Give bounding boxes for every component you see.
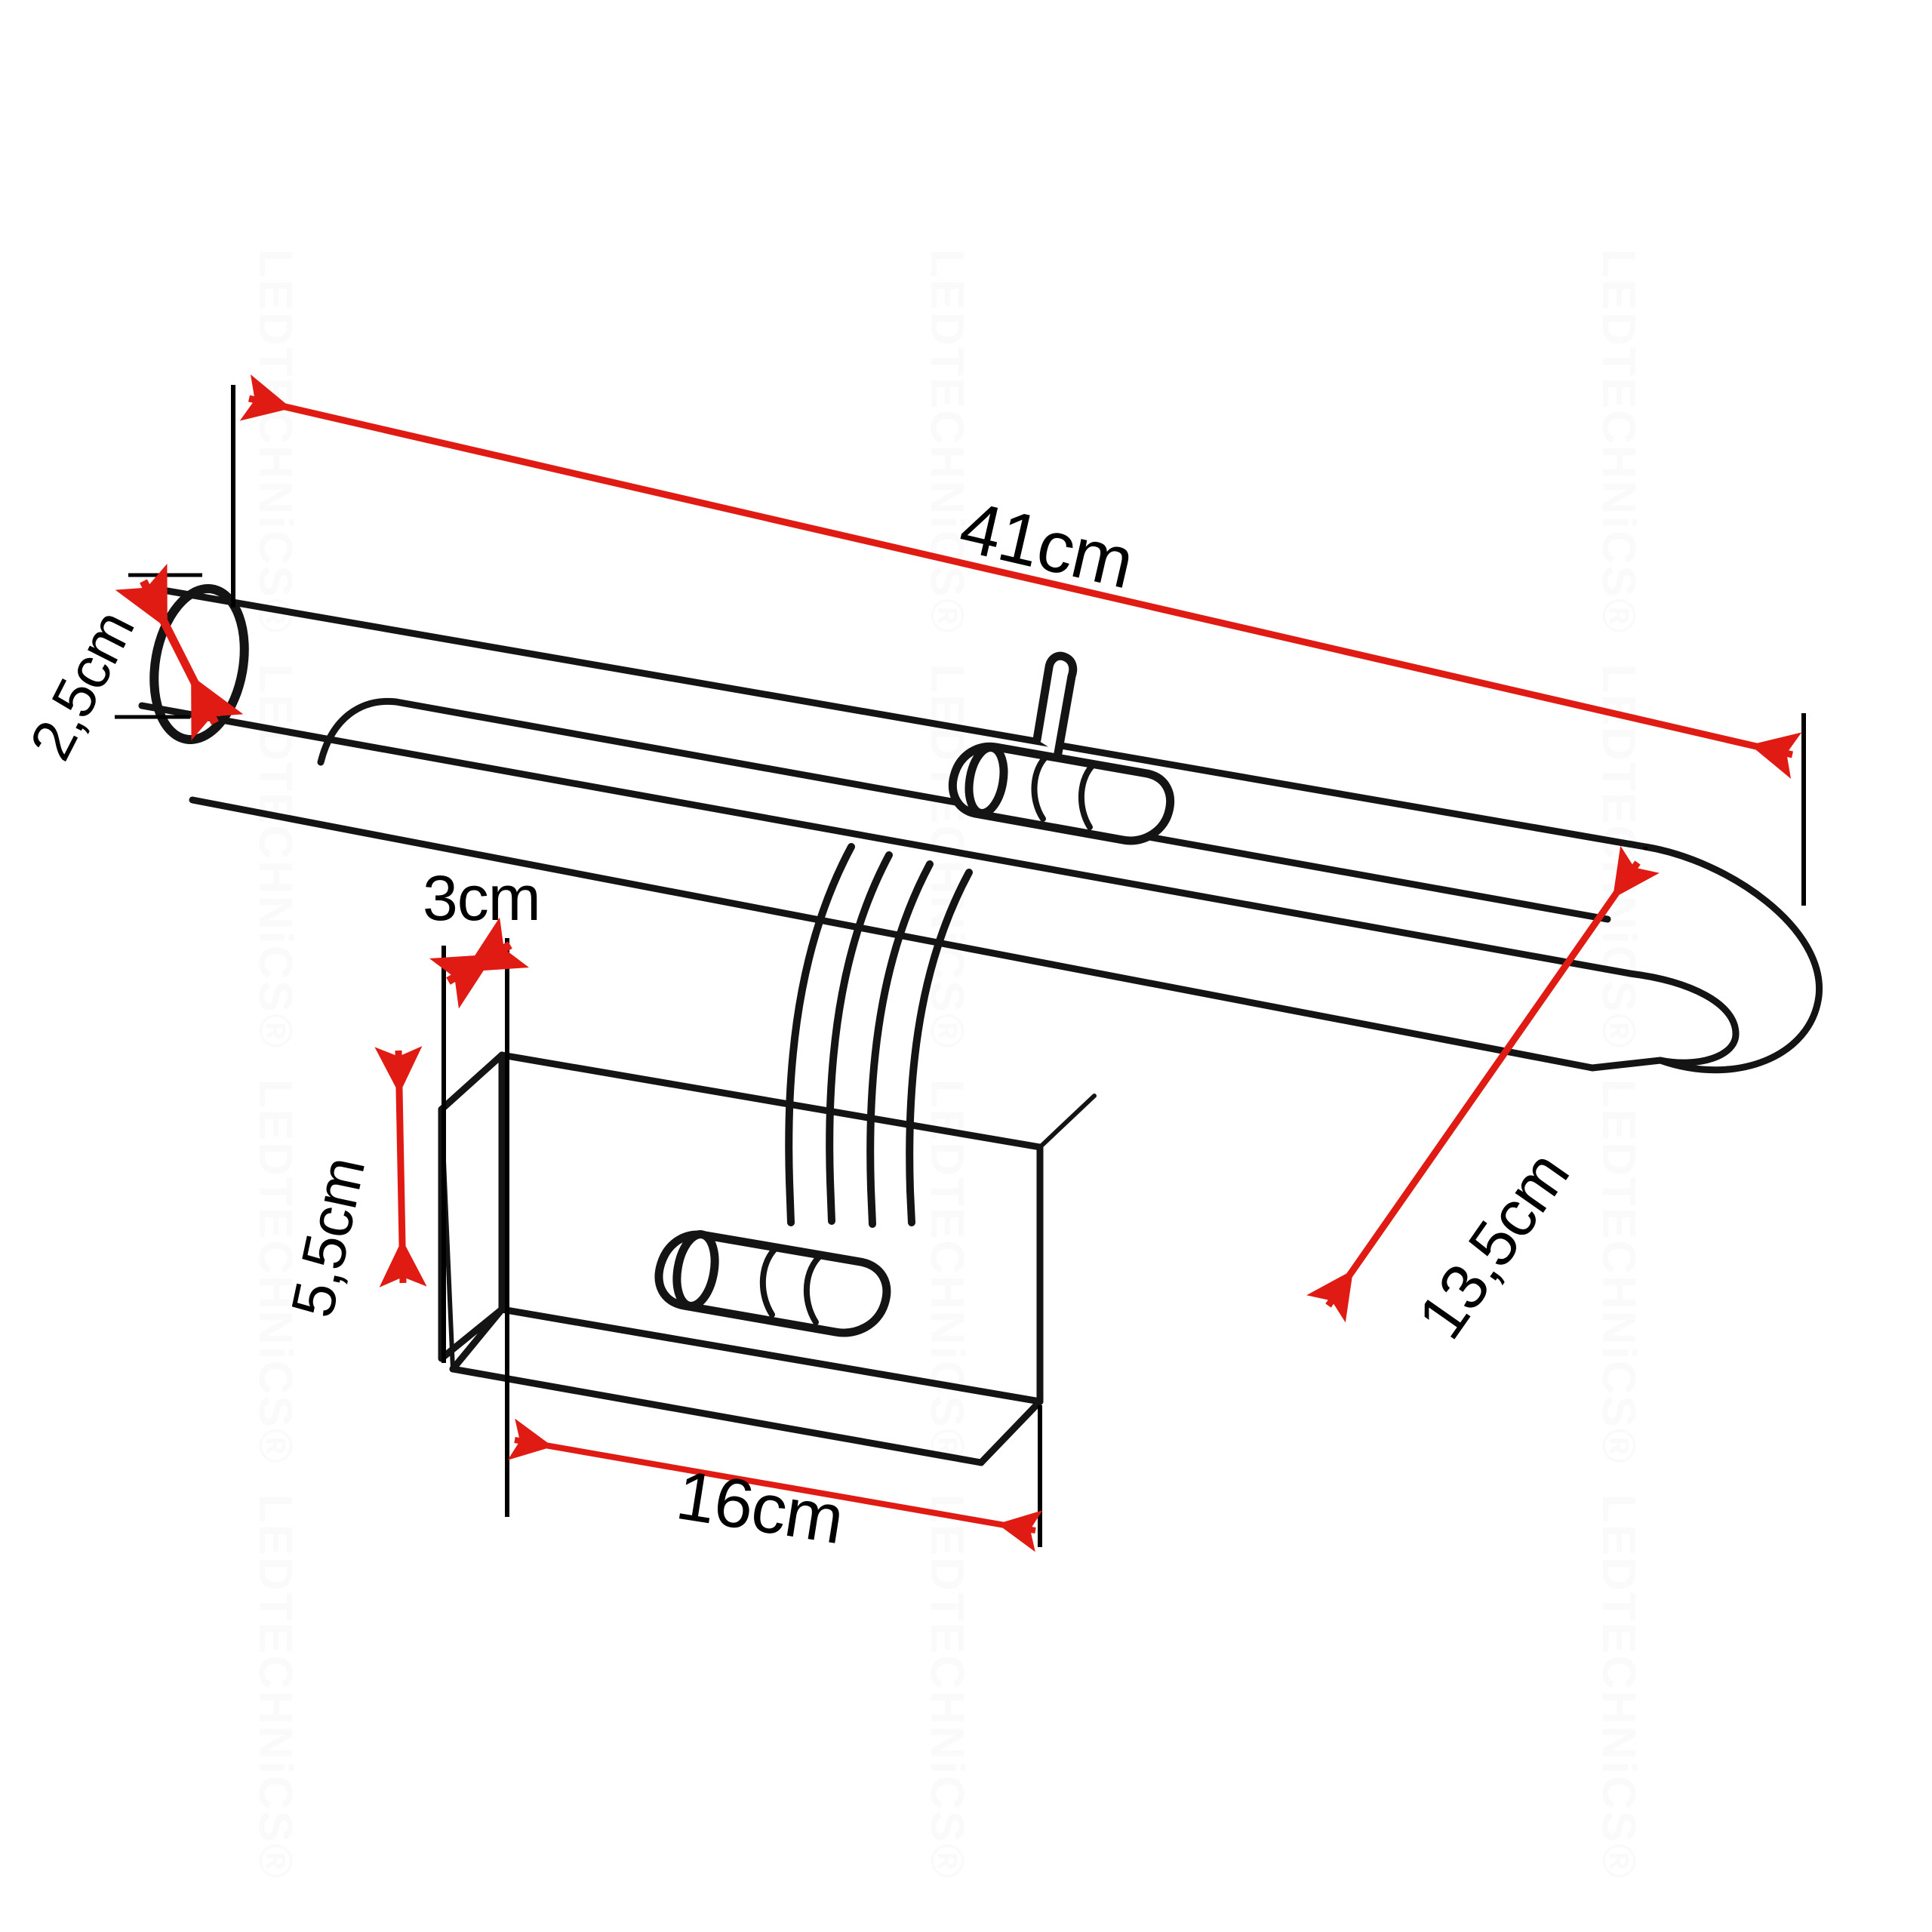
dim-line-13-5cm <box>1306 845 1660 1323</box>
dim-line-41cm <box>239 374 1802 779</box>
lamp-tube <box>138 583 1823 1074</box>
arm-swivel-clamp <box>654 1230 891 1337</box>
dim-line-16cm <box>507 1418 1043 1552</box>
curved-support-arm <box>785 843 973 1228</box>
tube-swivel-clamp <box>948 651 1175 845</box>
dimension-arrows <box>115 374 1802 1552</box>
dim-line-5-5cm <box>374 1046 427 1287</box>
dimension-label-3cm: 3cm <box>423 863 541 934</box>
dim-line-3cm <box>429 917 529 1009</box>
dim-line-2-5cm <box>115 563 244 741</box>
